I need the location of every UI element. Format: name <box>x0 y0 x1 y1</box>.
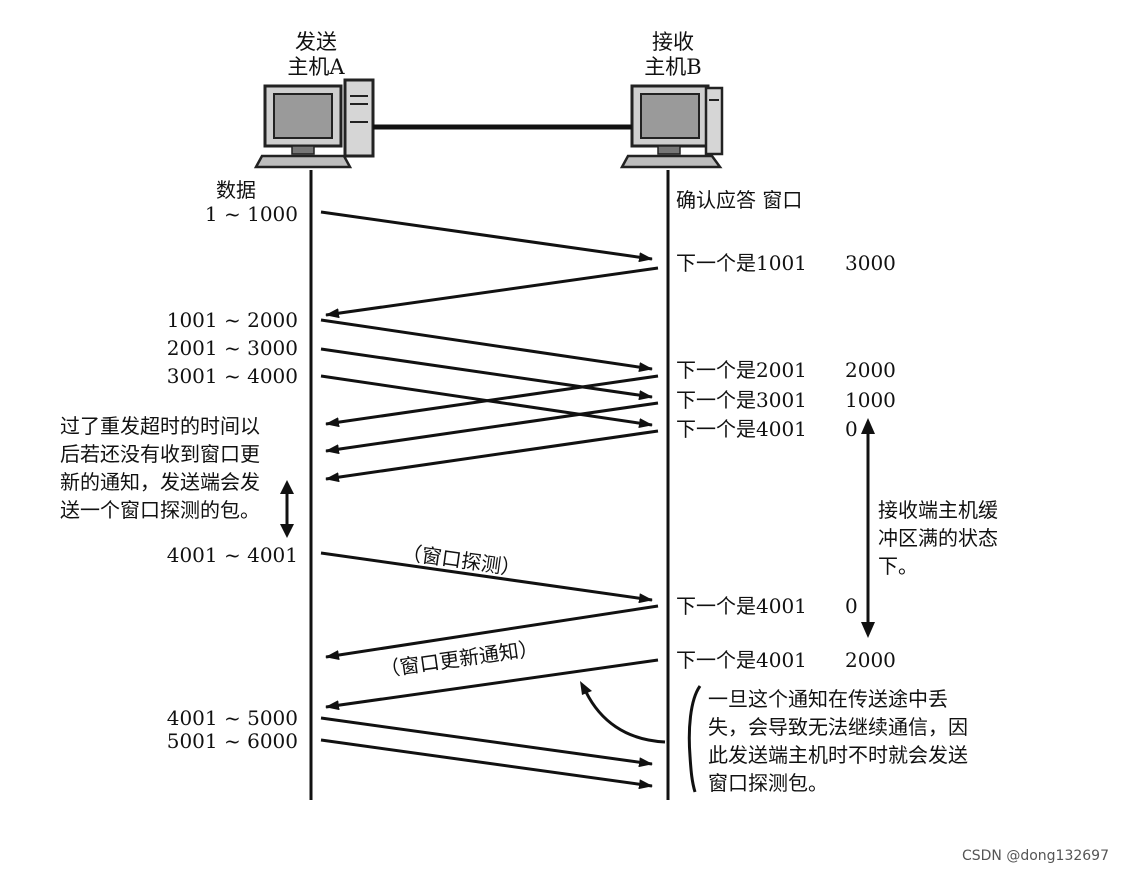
ack-label: 下一个是4001 <box>676 648 807 672</box>
window-size-label: 0 <box>845 417 858 441</box>
ack-arrow-1 <box>325 266 659 319</box>
sender-column-header: 数据 <box>216 178 256 202</box>
ack-arrow-3 <box>325 401 659 455</box>
ack-label: 下一个是2001 <box>676 358 807 382</box>
window-size-label: 3000 <box>845 251 896 275</box>
data-segment-label: 1 ~ 1000 <box>204 202 298 226</box>
data-arrow-6 <box>320 738 653 790</box>
lost-notice-note: 一旦这个通知在传送途中丢失，会导致无法继续通信，因此发送端主机时不时就会发送窗口… <box>708 687 968 795</box>
data-segment-label: 2001 ~ 3000 <box>166 336 298 360</box>
receiver-column-header: 确认应答 窗口 <box>676 188 803 212</box>
data-segment-label: 5001 ~ 6000 <box>166 729 298 753</box>
lost-notice-pointer <box>580 681 702 793</box>
sender-host-line1: 发送 <box>295 30 337 54</box>
data-arrow-2 <box>320 318 653 373</box>
sender-host-label: 发送 主机A <box>284 30 348 80</box>
receiver-host-line2: 主机B <box>644 55 702 79</box>
ack-label: 下一个是4001 <box>676 417 807 441</box>
ack-label: 下一个是1001 <box>676 251 807 275</box>
data-segment-label: 4001 ~ 4001 <box>166 543 298 567</box>
window-size-label: 2000 <box>845 648 896 672</box>
timeout-double-arrow <box>280 480 294 538</box>
receiver-host-line1: 接收 <box>652 30 694 54</box>
window-size-label: 1000 <box>845 388 896 412</box>
sender-host-line2: 主机A <box>287 55 345 79</box>
data-segment-label: 4001 ~ 5000 <box>166 706 298 730</box>
data-segment-label: 1001 ~ 2000 <box>166 308 298 332</box>
probe-arrow <box>320 551 653 604</box>
timeout-note: 过了重发超时的时间以后若还没有收到窗口更新的通知，发送端会发送一个窗口探测的包。 <box>60 414 260 522</box>
data-arrow-3 <box>320 347 653 401</box>
window-size-label: 2000 <box>845 358 896 382</box>
update-arrow <box>325 658 659 711</box>
window-size-label: 0 <box>845 594 858 618</box>
data-segment-label: 3001 ~ 4000 <box>166 364 298 388</box>
ack-arrow-2 <box>325 374 659 428</box>
receiver-host-label: 接收 主机B <box>638 30 708 80</box>
data-arrow-1 <box>320 210 653 263</box>
ack-label: 下一个是3001 <box>676 388 807 412</box>
ack-arrow-4 <box>325 429 659 483</box>
buffer-full-double-arrow <box>861 418 875 638</box>
buffer-full-note: 接收端主机缓冲区满的状态下。 <box>878 498 998 578</box>
data-arrow-5 <box>320 716 653 768</box>
watermark: CSDN @dong132697 <box>961 848 1109 864</box>
ack-arrow-5 <box>325 604 659 660</box>
ack-label: 下一个是4001 <box>676 594 807 618</box>
sender-computer-icon <box>253 78 375 169</box>
receiver-computer-icon <box>619 84 724 169</box>
